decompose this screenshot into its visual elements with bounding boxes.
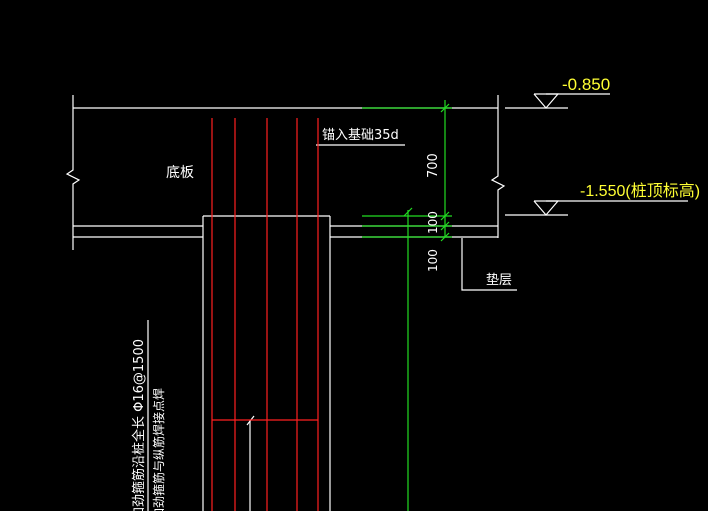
- level-symbol-pile: [505, 200, 688, 216]
- cushion-leader-line: [461, 238, 517, 291]
- dim-700-label: 700: [426, 153, 441, 178]
- dimension-group: [362, 100, 452, 511]
- rebar-group: [211, 118, 319, 511]
- level-top-label: -0.850: [562, 75, 610, 94]
- left-break-symbol: [65, 95, 81, 250]
- dim-100b-label: 100: [426, 249, 440, 272]
- right-break-symbol: [490, 95, 506, 238]
- dim-100a-label: 100: [426, 211, 440, 234]
- pile-note-2: 加劲箍筋与纵筋焊接点焊: [151, 388, 166, 511]
- slab-label: 底板: [166, 165, 194, 181]
- dim-tick-4: [440, 232, 450, 242]
- dim-tick-1: [440, 103, 450, 113]
- anchor-label: 锚入基础35d: [322, 128, 399, 143]
- dim-tick-3: [440, 221, 450, 231]
- level-symbol-top: [505, 93, 610, 109]
- dim-tick-5: [403, 207, 413, 217]
- pile-note-1: 加劲箍筋沿桩全长 Φ16@1500: [131, 339, 147, 511]
- cushion-label: 垫层: [486, 272, 512, 288]
- dim-tick-2: [440, 211, 450, 221]
- level-pile-label: -1.550(桩顶标高): [580, 182, 700, 200]
